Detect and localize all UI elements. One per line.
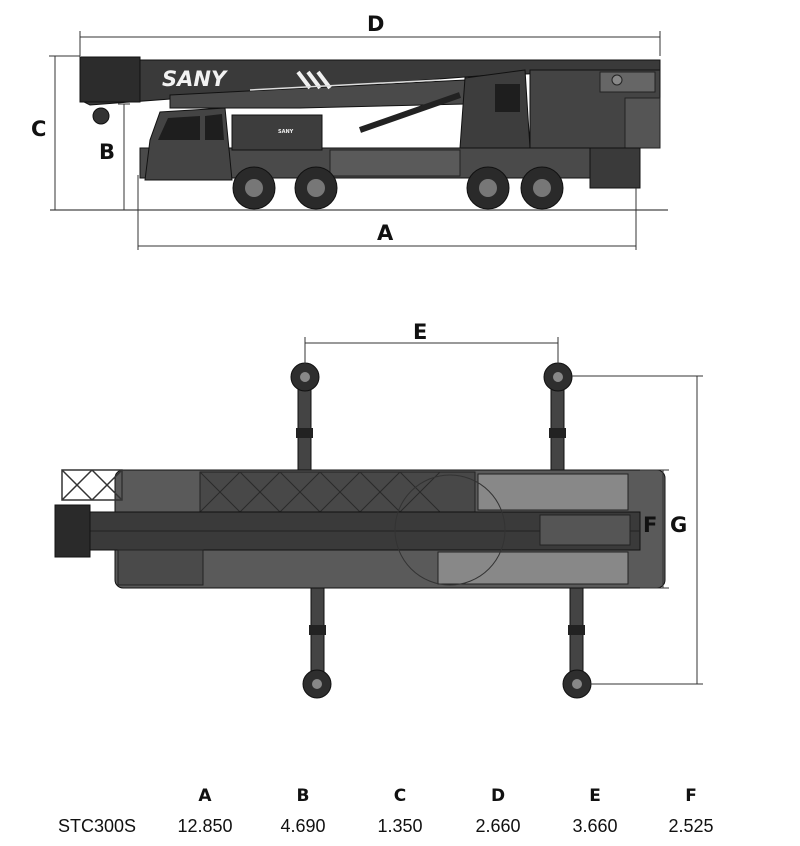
dim-label-e: E <box>413 320 427 344</box>
spec-value-d: 2.660 <box>475 816 521 836</box>
spec-value-f: 2.525 <box>668 816 714 836</box>
spec-header-b: B <box>296 786 310 806</box>
spec-value-c: 1.350 <box>377 816 423 836</box>
spec-header-d: D <box>490 786 506 806</box>
dim-label-a: A <box>377 221 394 245</box>
dim-f <box>640 469 669 589</box>
dim-c <box>49 55 80 210</box>
boom-head <box>79 56 141 103</box>
boom-lower-section <box>169 79 466 109</box>
lattice-pattern <box>199 471 441 513</box>
cab-logo: SANY <box>278 129 294 135</box>
dim-d <box>79 31 661 56</box>
jib-lattice <box>61 469 123 501</box>
spec-model: STC300S <box>58 816 137 836</box>
dim-b <box>118 103 130 210</box>
top-view: E F G <box>54 320 703 699</box>
counterweight <box>624 97 661 149</box>
dim-label-b: B <box>99 140 115 164</box>
outriggers <box>290 362 592 699</box>
spec-value-a: 12.850 <box>177 816 233 836</box>
dim-label-c: C <box>31 117 46 141</box>
dim-g <box>572 375 703 685</box>
spec-table: A B C D E F STC300S 12.850 4.690 1.350 2… <box>0 786 800 846</box>
spec-value-b: 4.690 <box>280 816 326 836</box>
wheels <box>232 166 564 210</box>
spec-header-c: C <box>393 786 407 806</box>
dim-a <box>137 175 637 250</box>
spec-value-e: 3.660 <box>572 816 618 836</box>
hook-pulley <box>92 107 110 125</box>
spec-header-f: F <box>685 786 697 806</box>
dim-e <box>304 337 559 364</box>
luffing-cylinder <box>359 92 461 133</box>
dim-label-d: D <box>367 12 384 36</box>
dim-label-f: F <box>643 513 657 537</box>
boom-logo: SANY <box>162 67 228 91</box>
side-view: SANY SANY <box>31 12 668 250</box>
boom-tip-top <box>54 504 91 558</box>
spec-header-a: A <box>198 786 212 806</box>
dim-label-g: G <box>670 513 687 537</box>
turntable <box>394 474 506 586</box>
spec-header-e: E <box>589 786 601 806</box>
